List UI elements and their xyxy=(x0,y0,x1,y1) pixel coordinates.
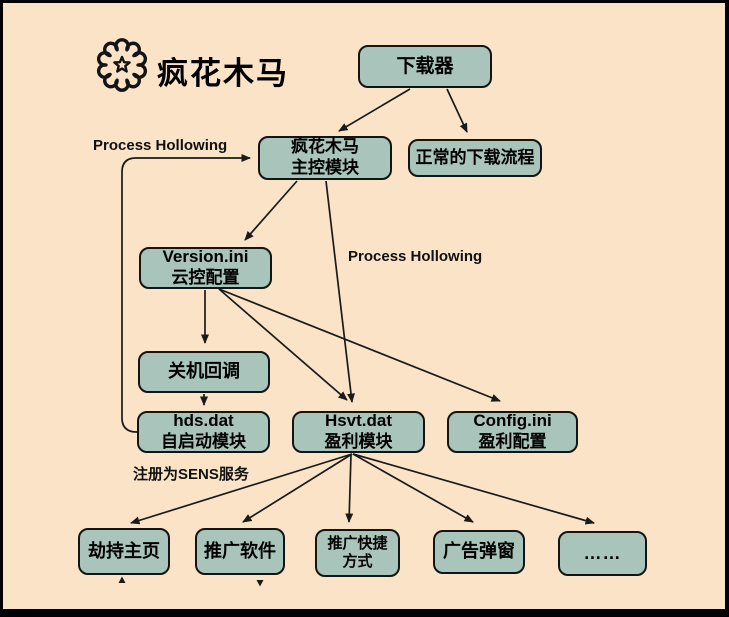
node-config-ini-profit-config: Config.ini 盈利配置 xyxy=(447,411,578,453)
stray-arrowhead-down xyxy=(256,580,264,587)
edge-main-hsvt-process-hollowing xyxy=(325,180,355,403)
node-normal-download-flow: 正常的下载流程 xyxy=(408,139,542,177)
edge-hsvt-adpopup xyxy=(352,453,474,523)
node-label: 盈利模块 xyxy=(324,432,393,451)
edge-hsvt-shortcut xyxy=(345,453,354,523)
edge-hsvt-more xyxy=(352,453,595,525)
edge-downloader-main xyxy=(338,88,411,132)
process-hollowing-label-mid: Process Hollowing xyxy=(348,248,483,265)
node-label: 推广软件 xyxy=(204,540,276,561)
node-label: Config.ini xyxy=(473,411,552,431)
flower-star-icon xyxy=(96,38,148,92)
node-version-ini-cloud-config: Version.ini 云控配置 xyxy=(139,247,272,289)
node-label: 云控配置 xyxy=(171,268,240,287)
node-shutdown-callback: 关机回调 xyxy=(138,351,270,393)
edge-hsvt-hijack xyxy=(130,453,353,525)
node-label: 自启动模块 xyxy=(161,432,246,451)
edge-version-hsvt xyxy=(218,288,348,401)
node-promote-software: 推广软件 xyxy=(195,528,285,575)
node-label: 关机回调 xyxy=(168,361,240,382)
node-label: 主控模块 xyxy=(291,158,359,177)
node-label: 推广快捷 xyxy=(327,534,388,552)
node-label: 正常的下载流程 xyxy=(415,147,535,167)
diagram-canvas xyxy=(3,3,725,609)
page-title: 疯花木马 xyxy=(157,56,289,91)
node-label: 劫持主页 xyxy=(88,540,160,561)
node-label: 盈利配置 xyxy=(478,432,547,451)
node-ad-popup: 广告弹窗 xyxy=(433,530,525,574)
node-main-control-module: 疯花木马 主控模块 xyxy=(258,136,392,180)
edge-hds-main-loop-process-hollowing xyxy=(121,154,251,433)
node-hds-dat-autostart-module: hds.dat 自启动模块 xyxy=(137,411,270,453)
node-label: …… xyxy=(583,542,622,563)
sens-service-label: 注册为SENS服务 xyxy=(133,466,249,483)
node-label: 方式 xyxy=(342,553,373,570)
node-label: 广告弹窗 xyxy=(443,541,515,562)
node-hsvt-dat-profit-module: Hsvt.dat 盈利模块 xyxy=(292,411,425,453)
edge-downloader-normal xyxy=(446,88,468,133)
stray-arrowhead-up xyxy=(118,576,126,583)
process-hollowing-label-top: Process Hollowing xyxy=(93,137,228,154)
node-promote-shortcut: 推广快捷 方式 xyxy=(315,529,400,577)
edge-version-config xyxy=(218,288,501,402)
node-more-ellipsis: …… xyxy=(558,531,647,576)
node-label: hds.dat xyxy=(173,411,234,431)
node-downloader: 下载器 xyxy=(358,45,492,88)
edge-main-version xyxy=(244,180,298,241)
node-hijack-homepage: 劫持主页 xyxy=(78,528,170,575)
node-label: 下载器 xyxy=(396,55,454,77)
node-label: 疯花木马 xyxy=(291,137,359,157)
edge-hsvt-software xyxy=(242,453,353,523)
node-label: Version.ini xyxy=(162,247,249,267)
node-label: Hsvt.dat xyxy=(324,411,393,431)
